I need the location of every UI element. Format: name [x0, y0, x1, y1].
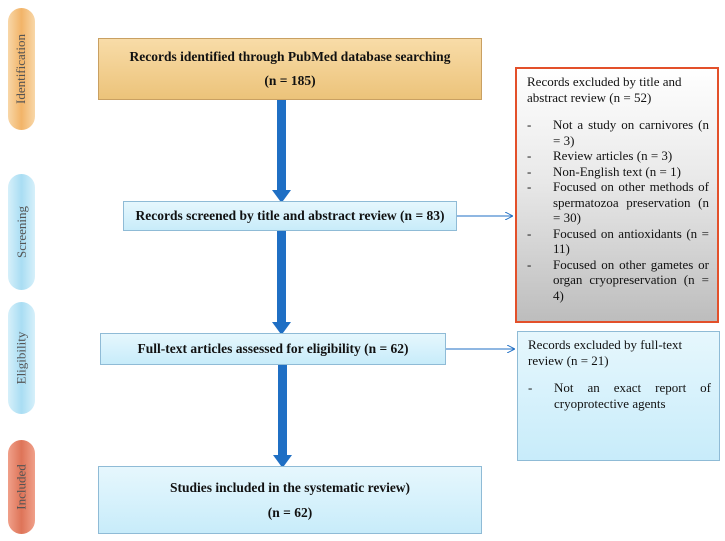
down-arrow-1 [272, 100, 291, 203]
list-item: Review articles (n = 3) [527, 148, 709, 164]
abstract-exclusions-list: Not a study on carnivores (n = 3) Review… [527, 117, 709, 303]
stage-included: Included [8, 440, 35, 534]
down-arrow-2 [272, 231, 291, 335]
identification-box-count: (n = 185) [264, 73, 316, 88]
identification-box: Records identified through PubMed databa… [98, 38, 482, 100]
down-arrow-3 [273, 365, 292, 468]
screening-box: Records screened by title and abstract r… [123, 201, 457, 231]
stage-identification: Identification [8, 8, 35, 130]
list-item: Focused on antioxidants (n = 11) [527, 226, 709, 257]
fulltext-exclusions-list: Not an exact report of cryoprotective ag… [528, 380, 711, 411]
fulltext-exclusions-title: Records excluded by full-text review (n … [528, 337, 683, 368]
list-item: Focused on other methods of spermatozoa … [527, 179, 709, 226]
list-item: Non-English text (n = 1) [527, 164, 709, 180]
eligibility-box-text: Full-text articles assessed for eligibil… [137, 341, 409, 356]
list-item: Not a study on carnivores (n = 3) [527, 117, 709, 148]
list-item: Focused on other gametes or organ cryopr… [527, 257, 709, 304]
included-box: Studies included in the systematic revie… [98, 466, 482, 534]
included-box-count: (n = 62) [267, 504, 313, 520]
stage-eligibility: Eligibility [8, 302, 35, 414]
abstract-exclusions-title: Records excluded by title and abstract r… [527, 74, 682, 105]
list-item: Not an exact report of cryoprotective ag… [528, 380, 711, 411]
identification-box-title: Records identified through PubMed databa… [129, 49, 451, 64]
stage-screening: Screening [8, 174, 35, 290]
abstract-exclusions-box: Records excluded by title and abstract r… [515, 67, 719, 323]
fulltext-exclusions-box: Records excluded by full-text review (n … [517, 331, 720, 461]
included-box-title: Studies included in the systematic revie… [169, 479, 411, 495]
screening-box-text: Records screened by title and abstract r… [135, 208, 445, 223]
eligibility-box: Full-text articles assessed for eligibil… [100, 333, 446, 365]
